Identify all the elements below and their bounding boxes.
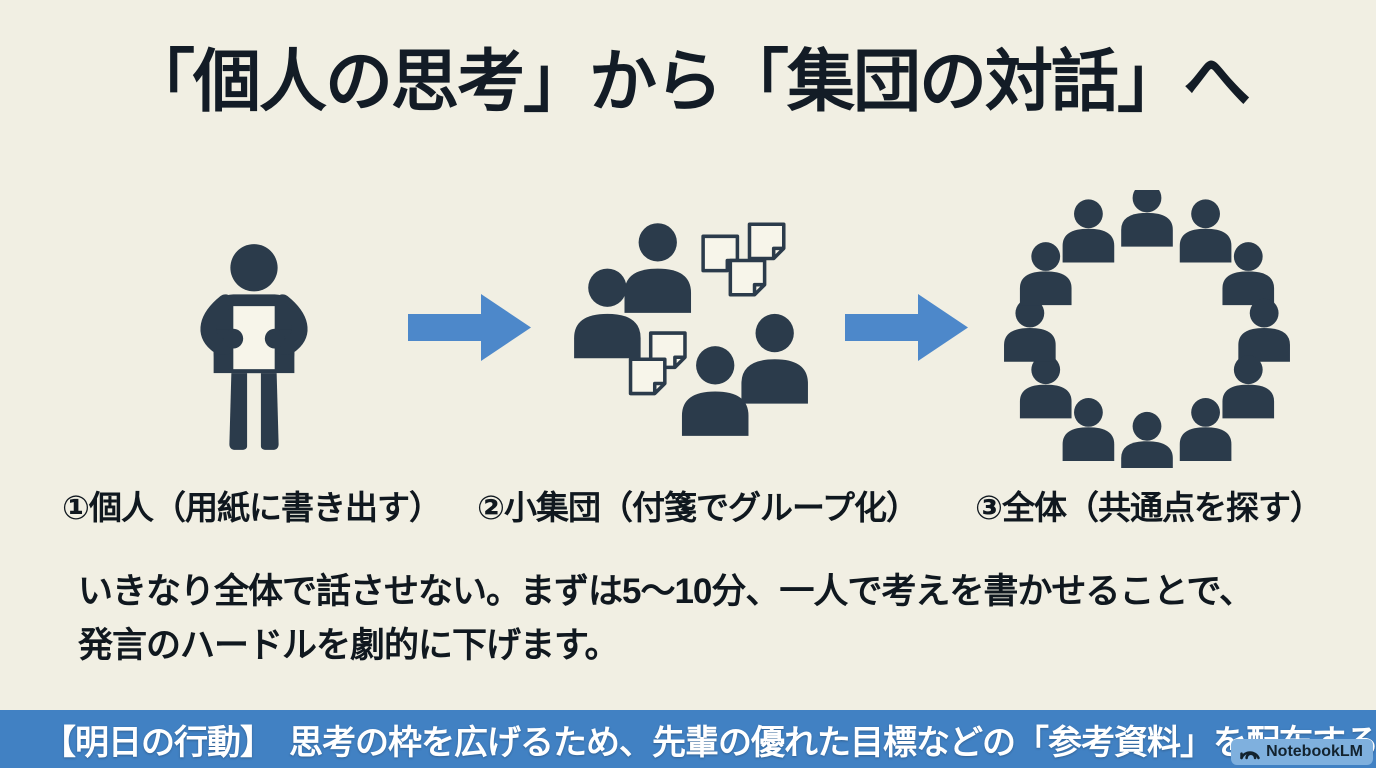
notebooklm-watermark: NotebookLM	[1231, 739, 1373, 765]
slide-title: 「個人の思考」から「集団の対話」へ	[126, 44, 1251, 120]
body-text-line2: 発言のハードルを劇的に下げます。	[78, 626, 620, 665]
step-label-small-group: ②小集団（付箋でグループ化）	[477, 489, 919, 526]
person-with-paper-icon	[200, 244, 308, 450]
arrow-right-icon	[845, 294, 968, 361]
people-circle-icon	[1004, 190, 1290, 468]
action-bar-text: 【明日の行動】 思考の枠を広げるため、先輩の優れた目標などの「参考資料」を配布す…	[42, 723, 1376, 762]
sticky-note-icon	[747, 222, 786, 261]
notebooklm-watermark-label: NotebookLM	[1266, 743, 1363, 760]
step-label-individual: ①個人（用紙に書き出す）	[62, 489, 442, 526]
step-label-whole-group: ③全体（共通点を探す）	[975, 489, 1323, 526]
sticky-note-icon	[628, 357, 667, 396]
arrow-right-icon	[408, 294, 531, 361]
body-text-line1: いきなり全体で話させない。まずは5〜10分、一人で考えを書かせることで、	[78, 572, 1254, 611]
body-text: いきなり全体で話させない。まずは5〜10分、一人で考えを書かせることで、 発言の…	[78, 565, 1318, 673]
sticky-note-icon	[728, 258, 767, 297]
notebooklm-logo-icon	[1240, 751, 1260, 760]
action-bar: 【明日の行動】 思考の枠を広げるため、先輩の優れた目標などの「参考資料」を配布す…	[0, 710, 1376, 768]
small-group-icon	[574, 222, 808, 436]
